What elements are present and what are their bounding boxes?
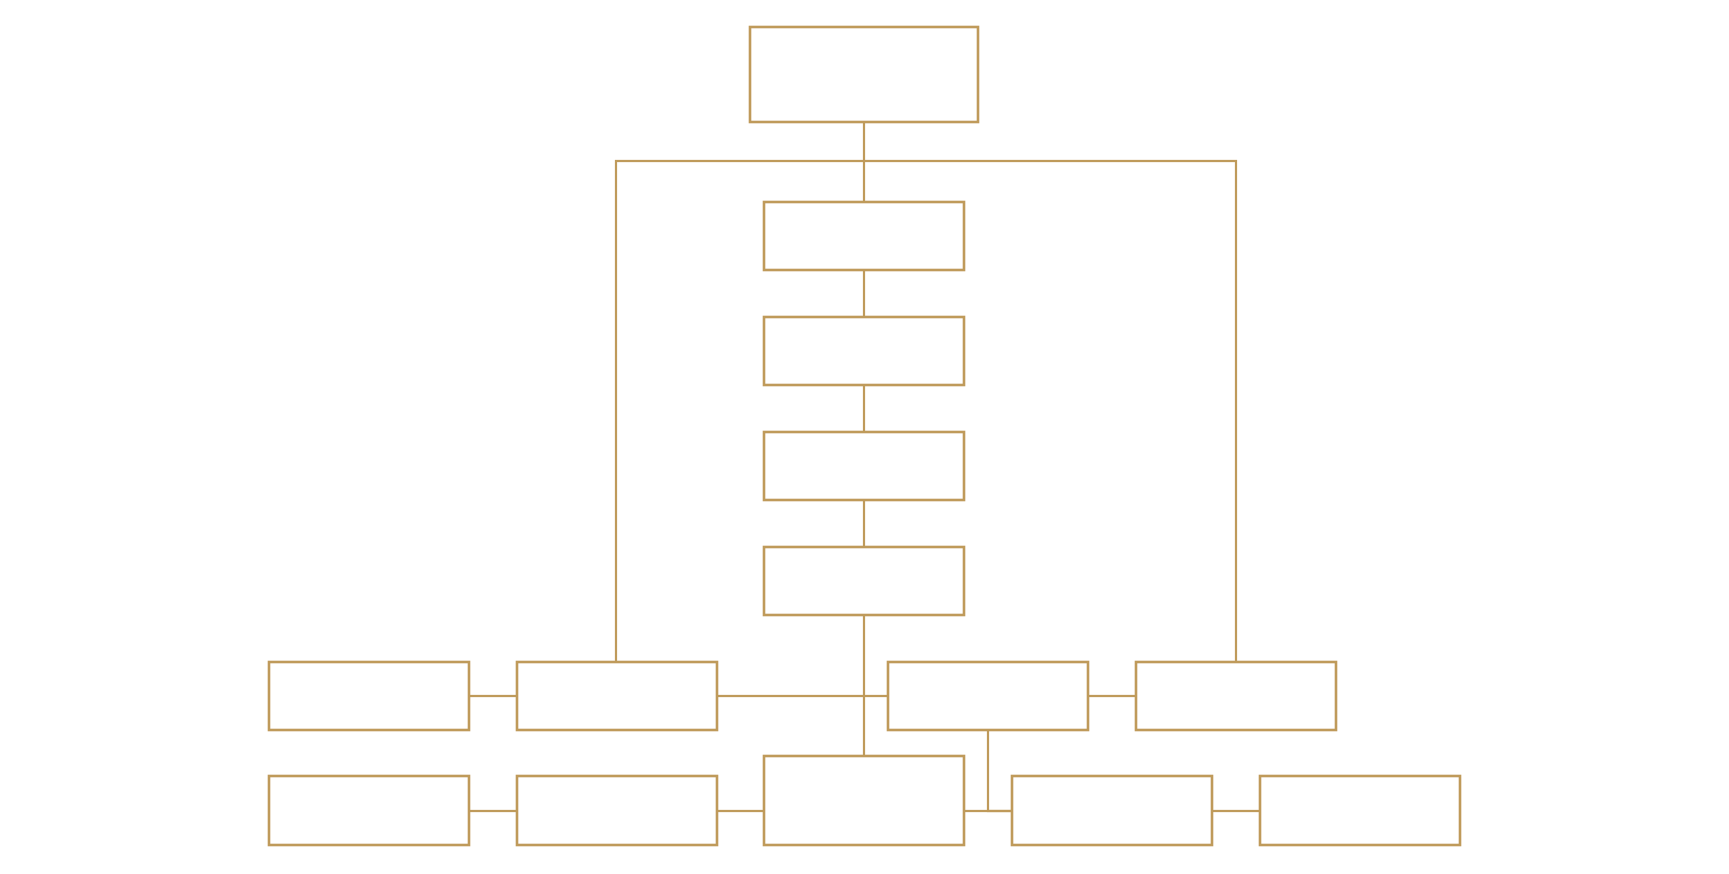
box-frame: [762, 754, 966, 847]
box-frame: [886, 660, 1090, 732]
box-frame: [1258, 774, 1462, 847]
box-root[interactable]: [748, 25, 980, 124]
box-frame: [1134, 660, 1338, 732]
box-frame: [515, 774, 719, 847]
box-frame: [762, 545, 966, 617]
box-frame: [762, 200, 966, 272]
box-frame: [267, 660, 471, 732]
box-row2-right[interactable]: [1010, 774, 1214, 847]
box-row1-right[interactable]: [886, 660, 1090, 732]
box-row1-far-left[interactable]: [267, 660, 471, 732]
connector-root-to-row1-far-right: [864, 159, 1238, 662]
box-frame: [762, 315, 966, 387]
connector-root-to-row1-left: [614, 159, 864, 662]
box-chain-1[interactable]: [762, 200, 966, 272]
box-chain-3[interactable]: [762, 430, 966, 502]
box-frame: [267, 774, 471, 847]
box-chain-2[interactable]: [762, 315, 966, 387]
connector-lines: [469, 122, 1260, 813]
box-frame: [748, 25, 980, 124]
chart-boxes: [267, 25, 1462, 847]
box-row2-left[interactable]: [515, 774, 719, 847]
box-frame: [1010, 774, 1214, 847]
box-row2-far-left[interactable]: [267, 774, 471, 847]
box-row1-left[interactable]: [515, 660, 719, 732]
box-row2-far-right[interactable]: [1258, 774, 1462, 847]
connector-row1-right-to-row2-right: [986, 730, 1012, 813]
box-row2-center[interactable]: [762, 754, 966, 847]
box-chain-4[interactable]: [762, 545, 966, 617]
box-frame: [515, 660, 719, 732]
box-frame: [762, 430, 966, 502]
box-row1-far-right[interactable]: [1134, 660, 1338, 732]
